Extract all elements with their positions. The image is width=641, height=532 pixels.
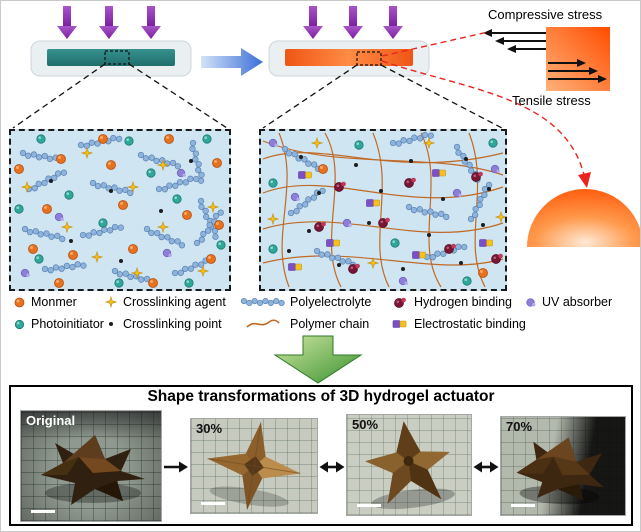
monomer-icon — [13, 296, 26, 309]
scale-bar — [357, 503, 381, 507]
legend-item-uv-absorber: UV absorber — [524, 295, 612, 309]
hydrogen-binding-icon — [391, 295, 409, 309]
pregel-mixture-box — [9, 129, 231, 291]
transform-arrow-icon — [273, 335, 363, 384]
scale-bar — [201, 501, 225, 505]
legend-label: Polymer chain — [290, 317, 370, 331]
legend-item-monomer: Monmer — [13, 295, 77, 309]
legend-label: Photoinitiator — [31, 317, 104, 331]
legend-label: Electrostatic binding — [414, 317, 526, 331]
crosslinked-network-box — [259, 129, 507, 291]
legend-label: Monmer — [31, 295, 77, 309]
legend-label: Crosslinking point — [123, 317, 222, 331]
legend-item-photoinitiator: Photoinitiator — [13, 317, 104, 331]
photoinitiator-icon — [13, 318, 26, 331]
arrow-double-icon — [473, 461, 499, 473]
compressive-arrows — [483, 29, 546, 53]
red-arrowhead — [578, 172, 591, 188]
shape-transformation-panel: Shape transformations of 3D hydrogel act… — [9, 385, 633, 526]
legend-item-hydrogen-binding: Hydrogen binding — [391, 295, 512, 309]
photo-original: Original — [21, 411, 161, 521]
polymer-chain-icon — [241, 318, 285, 330]
panel-title: Shape transformations of 3D hydrogel act… — [147, 388, 495, 405]
photo-30-percent: 30% — [191, 419, 317, 513]
cured-sample — [268, 40, 430, 77]
origami-original — [41, 435, 145, 505]
legend-item-polyelectrolyte: Polyelectrolyte — [241, 295, 371, 309]
photo-label: Original — [26, 413, 76, 428]
compressive-stress-label: Compressive stress — [488, 7, 603, 22]
tensile-arrows — [548, 59, 607, 83]
hydrogel-dome — [527, 189, 640, 247]
polyelectrolyte-chains — [279, 129, 494, 269]
pregel-mixture-scatter — [14, 133, 226, 288]
legend-item-crosslinking-point: Crosslinking point — [104, 317, 222, 331]
crosslinking-points — [49, 159, 193, 263]
uv-absorber-icon — [524, 296, 537, 309]
uv-curing-diagram — [12, 6, 640, 247]
origami-50 — [365, 421, 455, 510]
polyelectrolyte-icon — [241, 296, 285, 308]
conversion-arrow — [201, 48, 263, 76]
crosslinking-agent-icon — [104, 295, 118, 309]
scale-bar — [31, 509, 55, 513]
pregel-sample — [30, 40, 192, 77]
crosslinked-network-scatter — [262, 129, 507, 288]
arrow-right-icon — [164, 461, 188, 473]
uv-light-arrows-left — [57, 6, 161, 39]
legend-label: Crosslinking agent — [123, 295, 226, 309]
legend-item-electrostatic-binding: Electrostatic binding — [391, 317, 526, 331]
photo-label: 30% — [196, 421, 223, 436]
crosslinking-point-icon — [104, 319, 118, 329]
photo-70-percent: 70% — [501, 417, 625, 515]
photo-50-percent: 50% — [347, 415, 471, 515]
arrow-double-icon — [319, 461, 345, 473]
legend-item-polymer-chain: Polymer chain — [241, 317, 369, 331]
legend-item-crosslinking-agent: Crosslinking agent — [104, 295, 226, 309]
legend-label: Polyelectrolyte — [290, 295, 372, 309]
photo-label: 50% — [352, 417, 379, 432]
electrostatic-binding-icon — [391, 318, 409, 330]
tensile-stress-label: Tensile stress — [512, 93, 591, 108]
origami-30 — [207, 422, 301, 510]
legend-label: Hydrogen binding — [414, 295, 512, 309]
red-dashed-link — [381, 31, 586, 180]
legend-label: UV absorber — [542, 295, 613, 309]
zoom-dashed-lines — [12, 63, 503, 129]
scale-bar — [511, 503, 535, 507]
polymer-chain-network — [262, 132, 504, 288]
origami-70 — [516, 437, 604, 505]
photo-label: 70% — [506, 419, 533, 434]
uv-light-arrows-right — [303, 6, 403, 39]
